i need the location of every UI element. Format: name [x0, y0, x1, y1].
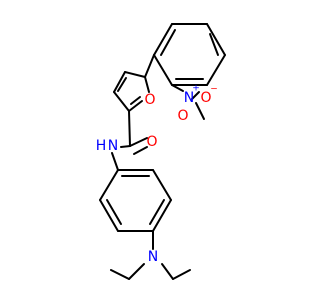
bond: [144, 54, 155, 78]
bond: [161, 263, 174, 280]
bond: [133, 146, 148, 155]
bond: [120, 145, 131, 148]
bond: [128, 100, 143, 112]
bond: [209, 33, 219, 56]
chemical-structure-drawing: O N + O O − O N H N: [96, 23, 226, 280]
amide-hydrogen-label: H: [96, 138, 107, 154]
bond: [149, 199, 165, 225]
bond: [160, 29, 176, 56]
bond: [172, 269, 191, 280]
nitro-oxide-label: O: [200, 90, 211, 106]
bond: [113, 91, 130, 112]
amide-nitrogen-label: N: [108, 138, 118, 154]
atom-labels: O N + O O − O N H N: [96, 84, 218, 266]
bond: [171, 84, 184, 92]
nitro-nitrogen-charge: +: [192, 84, 200, 94]
bond: [130, 96, 141, 105]
bond: [129, 137, 148, 147]
bond: [128, 263, 145, 280]
bond: [113, 71, 126, 93]
bonds: [99, 23, 226, 280]
bond: [206, 54, 226, 86]
bond: [153, 23, 173, 56]
nitro-oxide-charge: −: [210, 85, 218, 95]
bond: [99, 199, 119, 232]
bond: [153, 54, 173, 86]
bond: [117, 77, 127, 92]
bond: [191, 91, 200, 100]
bond: [144, 76, 150, 93]
bond: [106, 199, 122, 225]
molecule-canvas: O N + O O − O N H N: [96, 23, 226, 280]
carbonyl-oxygen-label: O: [146, 134, 157, 150]
bond: [195, 102, 205, 120]
bond: [152, 199, 172, 232]
amine-nitrogen-label: N: [148, 249, 158, 265]
bond: [128, 110, 131, 147]
nitro-oxygen-label: O: [177, 108, 188, 124]
bond: [124, 71, 146, 78]
bond: [99, 169, 119, 201]
bond: [206, 23, 226, 56]
bond: [111, 152, 119, 171]
nitro-nitrogen-label: N: [184, 90, 194, 106]
bond: [110, 269, 130, 280]
furan-oxygen-label: O: [144, 92, 155, 108]
bond: [152, 169, 172, 201]
